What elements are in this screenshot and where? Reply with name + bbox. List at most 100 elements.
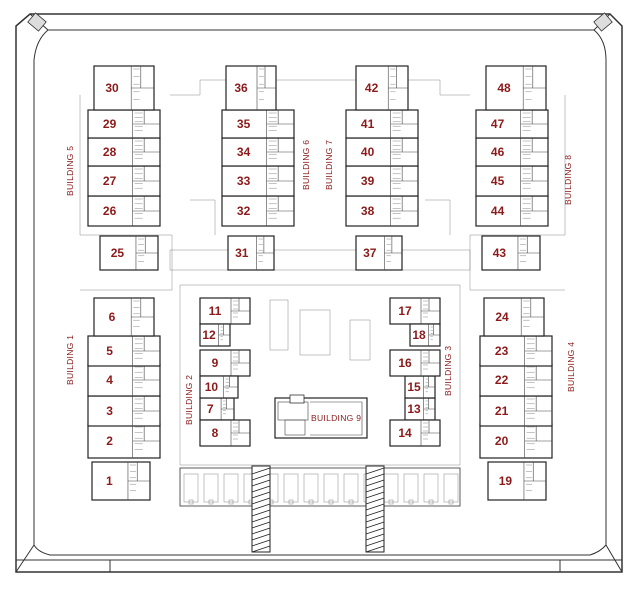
unit-2-footprint [87, 423, 161, 459]
parking-bollard [288, 499, 294, 505]
unit-48-footprint [485, 65, 547, 111]
unit-9-footprint [199, 349, 251, 377]
unit-6-footprint [93, 297, 155, 337]
parking-lot [179, 465, 461, 553]
unit-44-label: 44 [491, 204, 505, 218]
unit-46-footprint [475, 137, 549, 167]
unit-45-label: 45 [491, 174, 505, 188]
ramp-hatch [251, 503, 271, 511]
ramp-hatch [365, 533, 385, 541]
unit-7-label: 7 [207, 402, 214, 416]
ramp-hatch [251, 515, 271, 523]
unit-43-footprint [481, 235, 541, 271]
unit-47-label: 47 [491, 117, 505, 131]
unit-24-footprint [483, 297, 545, 337]
unit-12-footprint [199, 323, 231, 347]
parking-bollard [328, 499, 334, 505]
unit-37-label: 37 [363, 246, 377, 260]
ramp-hatch [365, 521, 385, 529]
unit-1-footprint [91, 461, 151, 501]
parking-stall [203, 473, 219, 503]
unit-30-label: 30 [105, 81, 119, 95]
parking-stall [423, 473, 439, 503]
ramp-hatch [365, 539, 385, 547]
ramp-hatch [365, 527, 385, 535]
unit-22-footprint [479, 363, 553, 397]
ramp-hatch [251, 527, 271, 535]
ramp-hatch [365, 545, 385, 553]
parking-stall [343, 473, 359, 503]
ramp-hatch [365, 491, 385, 499]
parking-stall [303, 473, 319, 503]
unit-8-footprint [199, 419, 251, 447]
building-8-label: BUILDING 8 [563, 155, 573, 205]
parking-bollard [308, 499, 314, 505]
unit-23-footprint [479, 335, 553, 367]
site-boundary [15, 12, 623, 573]
ramp-hatch [251, 467, 271, 475]
parking-bollard [348, 499, 354, 505]
unit-20-label: 20 [495, 434, 509, 448]
unit-25-footprint [99, 235, 159, 271]
unit-40-label: 40 [361, 145, 375, 159]
ramp-hatch [251, 509, 271, 517]
unit-28-footprint [87, 137, 161, 167]
unit-39-footprint [345, 165, 419, 197]
building-3-label: BUILDING 3 [443, 346, 453, 396]
unit-25-label: 25 [111, 246, 125, 260]
ramp-hatch [365, 479, 385, 487]
unit-48-label: 48 [497, 81, 511, 95]
unit-29-label: 29 [103, 117, 117, 131]
building-9-label: BUILDING 9 [311, 413, 361, 423]
unit-19-label: 19 [499, 474, 513, 488]
unit-4-footprint [87, 363, 161, 397]
unit-34-footprint [221, 137, 295, 167]
parking-bollard [208, 499, 214, 505]
ramp-hatch [251, 479, 271, 487]
parking-bollard [448, 499, 454, 505]
ramp-hatch [365, 497, 385, 505]
unit-41-footprint [345, 109, 419, 139]
unit-35-footprint [221, 109, 295, 139]
unit-35-label: 35 [237, 117, 251, 131]
unit-18-footprint [409, 323, 441, 347]
ramp-hatch [365, 485, 385, 493]
ramp-hatch [251, 533, 271, 541]
unit-45-footprint [475, 165, 549, 197]
unit-19-footprint [487, 461, 547, 501]
unit-15-footprint [404, 375, 436, 399]
ramp-hatch [251, 521, 271, 529]
unit-47-footprint [475, 109, 549, 139]
ramp-hatch [251, 545, 271, 553]
unit-11-footprint [199, 297, 251, 325]
parking-bollard [388, 499, 394, 505]
unit-24-label: 24 [495, 310, 509, 324]
unit-37-footprint [355, 235, 403, 271]
ramp-hatch [365, 467, 385, 475]
unit-32-label: 32 [237, 204, 251, 218]
unit-15-label: 15 [407, 380, 421, 394]
parking-bollard [428, 499, 434, 505]
unit-20-footprint [479, 423, 553, 459]
unit-5-label: 5 [106, 344, 113, 358]
unit-33-label: 33 [237, 174, 251, 188]
parking-stall [443, 473, 459, 503]
unit-36-footprint [225, 65, 277, 111]
unit-27-label: 27 [103, 174, 117, 188]
ramp-hatch [365, 473, 385, 481]
unit-33-footprint [221, 165, 295, 197]
unit-13-label: 13 [407, 402, 421, 416]
unit-31-label: 31 [235, 246, 249, 260]
unit-10-label: 10 [205, 380, 219, 394]
unit-14-label: 14 [398, 426, 412, 440]
ramp-hatch [365, 515, 385, 523]
unit-16-footprint [389, 349, 441, 377]
unit-9-label: 9 [212, 356, 219, 370]
unit-12-label: 12 [202, 328, 216, 342]
unit-42-label: 42 [365, 81, 379, 95]
building-9-footprint [274, 394, 368, 439]
unit-36-label: 36 [234, 81, 248, 95]
unit-11-label: 11 [209, 304, 222, 318]
ramp-hatch [365, 509, 385, 517]
